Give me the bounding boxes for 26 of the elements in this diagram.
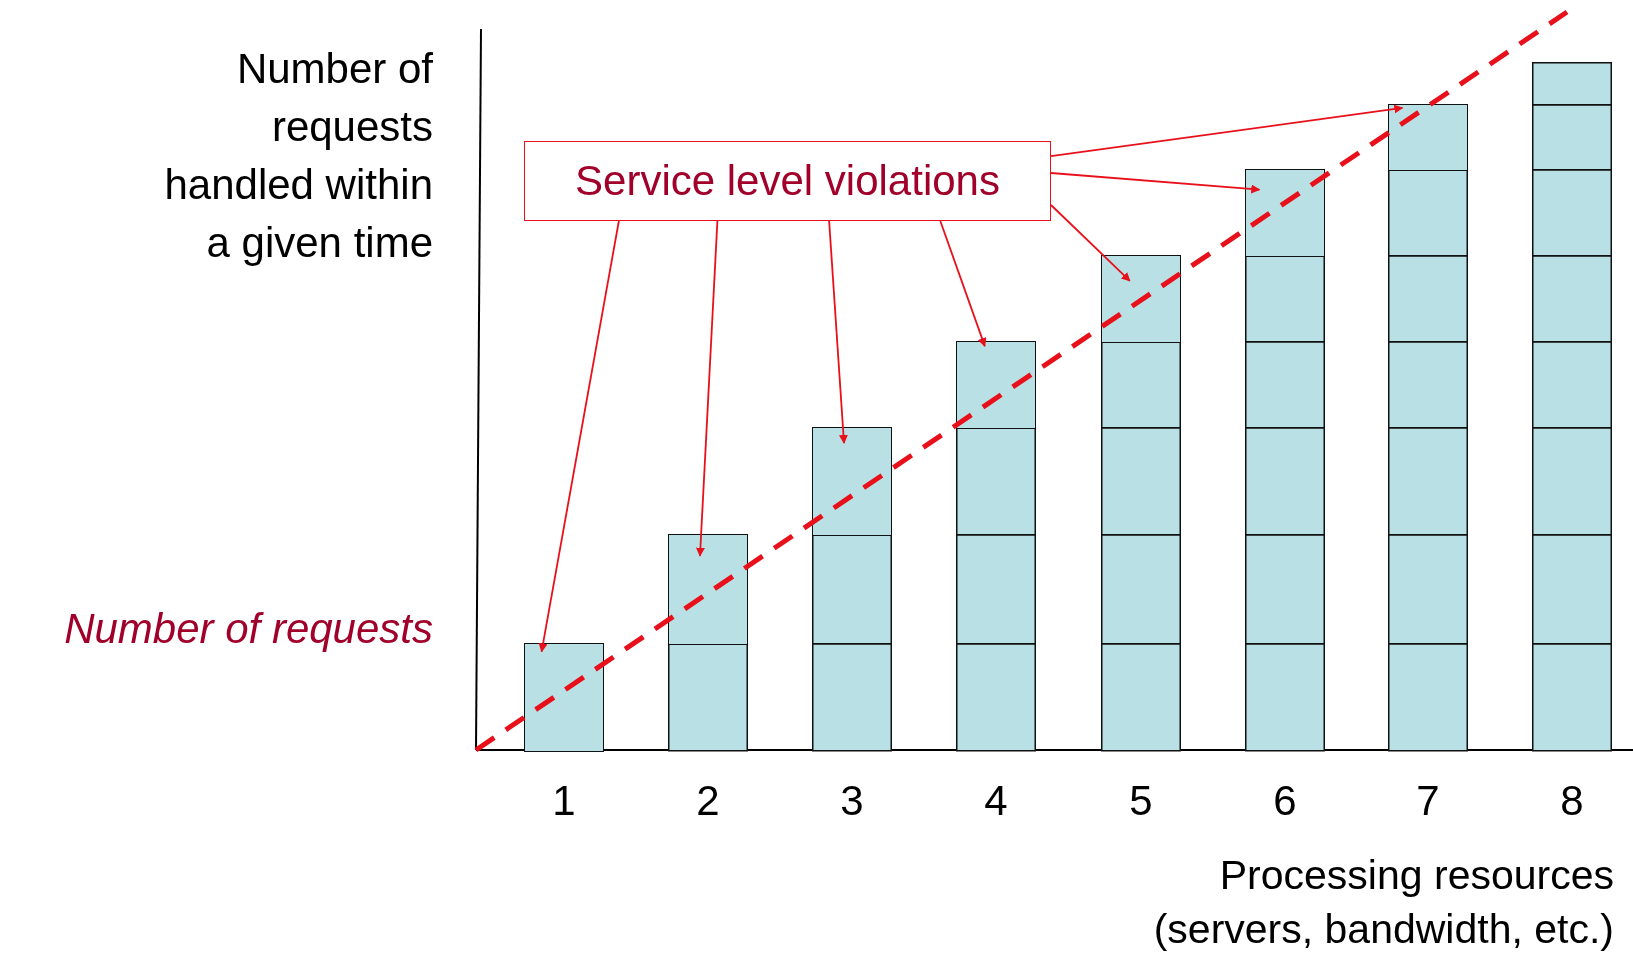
bar-top-segment [956, 341, 1036, 429]
axis-label: Number of requests [63, 604, 433, 654]
bar-top-segment [524, 643, 604, 752]
bar-top-segment [812, 427, 892, 536]
axis-label: Number of requests handled within a given time [163, 44, 433, 268]
tick-label: 3 [839, 776, 865, 826]
leader-arrow [538, 220, 620, 653]
tick-label: 2 [695, 776, 721, 826]
leader-arrow [695, 220, 719, 557]
bar-top-segment [1388, 104, 1468, 171]
leader-arrow [939, 220, 987, 348]
leader-arrow [1050, 104, 1404, 158]
axis-label: Processing resources (servers, bandwidth, etc.) [1152, 851, 1614, 954]
tick-label: 1 [551, 776, 577, 826]
bar-top-segment [1245, 169, 1325, 257]
bar-top-segment [1101, 255, 1181, 343]
tick-label: 6 [1272, 776, 1298, 826]
tick-label: 5 [1128, 776, 1154, 826]
tick-label: 8 [1559, 776, 1585, 826]
leader-arrow [828, 220, 848, 444]
callout-box: Service level violations [524, 141, 1051, 221]
tick-label: 7 [1415, 776, 1441, 826]
bar-top-segment [668, 534, 748, 645]
leader-arrow [1050, 204, 1131, 282]
leader-arrow [1050, 172, 1261, 194]
tick-label: 4 [983, 776, 1009, 826]
